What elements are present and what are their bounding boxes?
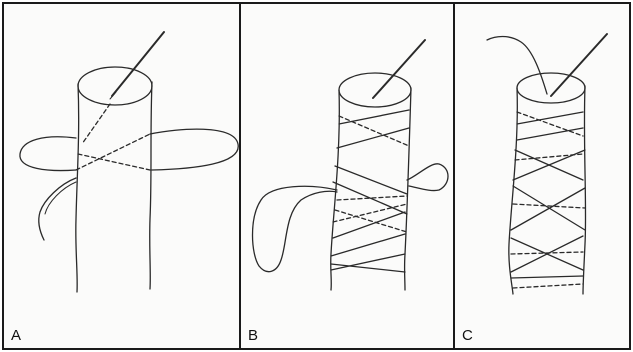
stitch-front [339, 110, 409, 124]
tube-left-wall [509, 88, 517, 294]
panel-label-c: C [462, 327, 473, 344]
panel-a-drawing [4, 4, 241, 350]
needle [112, 32, 164, 96]
needle [373, 40, 425, 98]
suture-loop [20, 137, 76, 171]
panel-c-drawing [455, 4, 631, 350]
stitch-front [517, 112, 583, 124]
panel-c: C [453, 2, 631, 350]
panel-b: B [239, 2, 455, 350]
needle [551, 34, 607, 96]
suture-dashed [76, 134, 150, 170]
panel-a: A [2, 2, 241, 350]
tube-left-wall [76, 84, 79, 292]
suture-tail [39, 178, 76, 240]
panel-label-b: B [248, 327, 258, 344]
panel-b-drawing [241, 4, 455, 350]
tube-opening [339, 73, 411, 107]
tube-right-wall [150, 82, 152, 289]
tube-opening [517, 73, 585, 103]
tube-opening [78, 67, 152, 105]
tube-right-wall [405, 88, 411, 290]
stitch-back [517, 112, 583, 136]
tube-right-wall [583, 86, 586, 294]
suture-loop [253, 186, 338, 271]
panel-label-a: A [11, 327, 21, 344]
